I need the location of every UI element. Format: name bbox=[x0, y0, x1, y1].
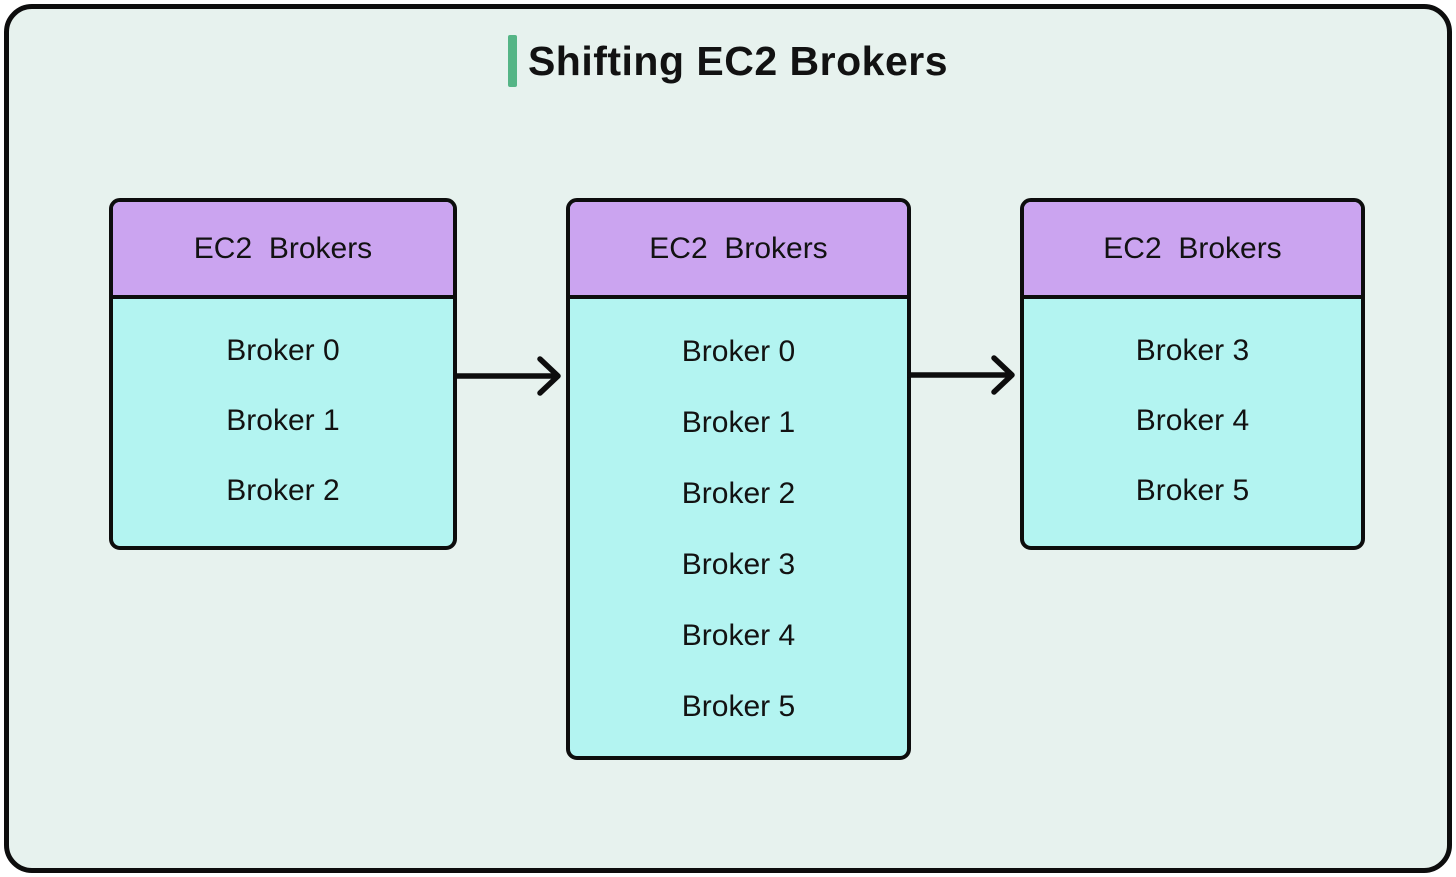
node-body: Broker 3 Broker 4 Broker 5 bbox=[1024, 299, 1361, 546]
diagram-area: EC2 Brokers Broker 0 Broker 1 Broker 2 E… bbox=[9, 9, 1447, 868]
broker-item: Broker 0 bbox=[226, 334, 340, 367]
ec2-brokers-node-initial: EC2 Brokers Broker 0 Broker 1 Broker 2 bbox=[109, 198, 457, 550]
node-body: Broker 0 Broker 1 Broker 2 bbox=[113, 299, 453, 546]
ec2-brokers-node-expanded: EC2 Brokers Broker 0 Broker 1 Broker 2 B… bbox=[566, 198, 911, 760]
broker-item: Broker 1 bbox=[226, 404, 340, 437]
title-row: Shifting EC2 Brokers bbox=[9, 35, 1447, 87]
ec2-brokers-node-final: EC2 Brokers Broker 3 Broker 4 Broker 5 bbox=[1020, 198, 1365, 550]
broker-item: Broker 4 bbox=[1135, 404, 1250, 437]
broker-item: Broker 5 bbox=[681, 689, 796, 723]
node-header: EC2 Brokers bbox=[570, 202, 907, 299]
node-body: Broker 0 Broker 1 Broker 2 Broker 3 Brok… bbox=[570, 299, 907, 756]
page-title: Shifting EC2 Brokers bbox=[527, 37, 949, 84]
broker-item: Broker 2 bbox=[226, 474, 340, 507]
broker-item: Broker 0 bbox=[681, 334, 796, 368]
arrow-right-icon bbox=[907, 355, 1015, 395]
broker-item: Broker 1 bbox=[681, 405, 796, 439]
diagram-canvas: Shifting EC2 Brokers EC2 Brokers Broker … bbox=[4, 4, 1452, 873]
broker-item: Broker 2 bbox=[681, 476, 796, 510]
node-header: EC2 Brokers bbox=[113, 202, 453, 299]
broker-item: Broker 3 bbox=[681, 547, 796, 581]
node-header: EC2 Brokers bbox=[1024, 202, 1361, 299]
title-accent-bar-icon bbox=[507, 35, 517, 87]
broker-item: Broker 3 bbox=[1135, 334, 1250, 367]
broker-item: Broker 5 bbox=[1135, 474, 1250, 507]
broker-item: Broker 4 bbox=[681, 618, 796, 652]
arrow-right-icon bbox=[453, 356, 561, 396]
